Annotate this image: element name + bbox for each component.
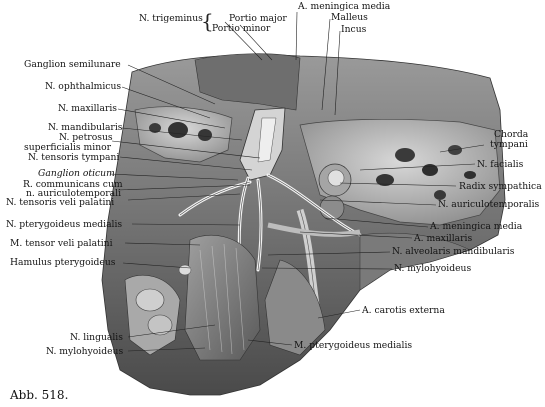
label-n-maxillaris: N. maxillaris bbox=[58, 103, 118, 114]
label-portio-major: Portio major bbox=[229, 13, 287, 24]
label-n-auriculotemporali: n. auriculotemporali bbox=[26, 188, 122, 199]
label-n-petrosus: N. petrosus bbox=[59, 132, 113, 143]
label-n-auriculotemporalis: N. auriculotemporalis bbox=[438, 199, 540, 210]
label-n-tensoris-tympani: N. tensoris tympani bbox=[28, 152, 120, 163]
brace-symbol: { bbox=[201, 9, 214, 33]
label-m-tensor-veli-palatini: M. tensor veli palatini bbox=[10, 238, 113, 249]
label-chorda: Chorda bbox=[494, 129, 529, 140]
label-r-communicans-cum: R. communicans cum bbox=[23, 179, 123, 190]
label-ganglion-oticum: Ganglion oticum bbox=[38, 168, 115, 179]
label-n-trigeminus: N. trigeminus bbox=[139, 13, 203, 24]
label-a-carotis-externa: A. carotis externa bbox=[362, 305, 445, 316]
label-superficialis-minor: superficialis minor bbox=[24, 142, 112, 153]
label-n-tensoris-veli-palatini: N. tensoris veli palatini bbox=[6, 197, 115, 208]
leader-lines bbox=[109, 11, 485, 352]
label-n-facialis: N. facialis bbox=[477, 159, 524, 170]
label-n-ophthalmicus: N. ophthalmicus bbox=[45, 81, 122, 92]
label-hamulus-pterygoideus: Hamulus pterygoideus bbox=[10, 257, 116, 268]
label-a-meningica-media-top: A. meningica media bbox=[298, 1, 391, 12]
label-n-alveolaris-mandibularis: N. alveolaris mandibularis bbox=[392, 246, 515, 257]
label-a-meningica-media: A. meningica media bbox=[430, 221, 523, 232]
label-portio-minor: Portio minor bbox=[212, 23, 271, 34]
figure-caption: Abb. 518. bbox=[10, 388, 69, 402]
label-ganglion-semilunare: Ganglion semilunare bbox=[24, 59, 121, 70]
label-m-pterygoideus-medialis: M. pterygoideus medialis bbox=[294, 340, 413, 351]
label-n-mandibularis: N. mandibularis bbox=[48, 122, 123, 133]
label-incus: Incus bbox=[341, 24, 367, 35]
label-n-mylohyoideus-left: N. mylohyoideus bbox=[46, 346, 124, 357]
specimen-illustration bbox=[101, 53, 506, 396]
label-n-lingualis: N. lingualis bbox=[70, 332, 123, 343]
label-tympani: tympani bbox=[490, 139, 528, 150]
label-a-maxillaris: A. maxillaris bbox=[414, 233, 473, 244]
label-malleus: Malleus bbox=[331, 12, 368, 23]
label-n-pterygoideus-medialis: N. pterygoideus medialis bbox=[6, 219, 123, 230]
label-n-mylohyoideus-right: N. mylohyoideus bbox=[394, 263, 472, 274]
label-radix-sympathica: Radix sympathica bbox=[459, 181, 542, 192]
